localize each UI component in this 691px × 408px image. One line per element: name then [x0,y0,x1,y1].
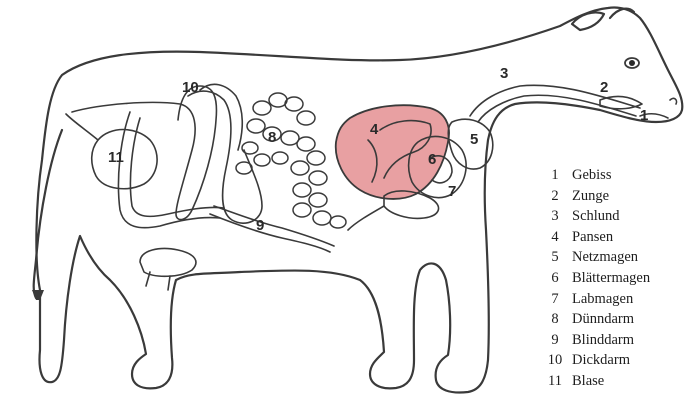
label-pansen: 4 [370,121,379,138]
legend-name: Blase [568,371,604,392]
legend-number: 4 [542,227,568,248]
label-zunge: 2 [600,79,608,96]
cow-pupil [629,60,635,66]
legend-number: 3 [542,206,568,227]
cow-horn [610,9,634,18]
dickdarm-loop [188,91,262,223]
legend-number: 8 [542,309,568,330]
dickdarm-loop [200,84,242,150]
label-labmagen: 7 [448,183,456,200]
dickdarm [72,86,216,220]
udder-teat [168,276,170,290]
legend-name: Dünndarm [568,309,634,330]
blase [92,130,157,189]
legend-name: Blinddarm [568,330,634,351]
label-dickdarm: 10 [182,79,199,96]
legend-name: Labmagen [568,289,633,310]
legend-number: 2 [542,186,568,207]
label-blase: 11 [108,149,124,166]
label-blinddarm: 9 [256,217,264,234]
dickdarm-loop [130,118,224,216]
legend-number: 10 [542,350,568,371]
legend-name: Gebiss [568,165,611,186]
legend-name: Schlund [568,206,620,227]
legend-number: 9 [542,330,568,351]
legend-number: 1 [542,165,568,186]
legend-name: Netzmagen [568,247,638,268]
duenndarm [236,93,346,228]
legend-number: 11 [542,371,568,392]
legend-name: Zunge [568,186,609,207]
cow-nostril [670,98,677,104]
label-duenndarm: 8 [268,129,276,146]
legend-name: Dickdarm [568,350,630,371]
label-gebiss: 1 [640,107,648,124]
legend-number: 6 [542,268,568,289]
legend-name: Pansen [568,227,613,248]
legend-number: 5 [542,247,568,268]
label-netzmagen: 5 [470,131,478,148]
labmagen-duct [348,206,384,230]
legend-number: 7 [542,289,568,310]
schlund [470,85,640,116]
cow-udder [140,249,196,277]
label-blaettermagen: 6 [428,151,436,168]
legend-name: Blättermagen [568,268,650,289]
cow-ear [572,12,604,30]
label-schlund: 3 [500,65,508,82]
blase-duct [66,114,98,140]
blinddarm-inner [210,214,330,252]
